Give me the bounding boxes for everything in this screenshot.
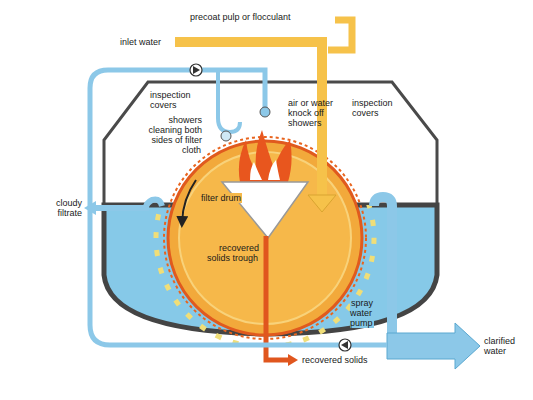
clarified-pipe xyxy=(374,197,392,336)
spray-line xyxy=(90,70,345,345)
cleaning-shower-line xyxy=(218,70,240,132)
pump-triangle xyxy=(341,341,348,349)
spray-water-pump xyxy=(339,339,351,351)
part-label: showers cleaning both sides of filter cl… xyxy=(140,115,202,155)
rotation-arrow xyxy=(182,180,196,222)
spray-highlights xyxy=(250,160,280,180)
part-label: inlet water xyxy=(120,37,175,47)
pump-suction xyxy=(351,343,387,348)
part-label: inspection covers xyxy=(150,90,200,110)
part-label: air or water knock off showers xyxy=(288,98,334,128)
solids-arrow xyxy=(288,354,298,366)
part-label: recovered solids trough xyxy=(205,243,259,263)
part-label: inspection covers xyxy=(352,98,402,118)
knock-off-spray xyxy=(239,130,292,182)
pump-triangle xyxy=(193,66,200,74)
solids-trough xyxy=(222,182,308,238)
part-label: recovered solids xyxy=(302,355,382,365)
part-label: precoat pulp or flocculant xyxy=(190,12,340,22)
part-label: spray water pump xyxy=(350,298,388,328)
clarified-arrow xyxy=(387,323,480,369)
part-label: filter drum xyxy=(200,193,242,203)
part-label: clarified water xyxy=(484,336,530,356)
part-label: cloudy filtrate xyxy=(38,198,82,218)
inlet-arrow xyxy=(308,195,336,212)
filtrate-arrow xyxy=(84,201,96,215)
filtrate-pipe xyxy=(95,200,162,208)
shower-pump xyxy=(190,64,202,76)
knock-off-shower xyxy=(260,107,270,117)
precoat-pipe xyxy=(328,20,352,50)
solids-pipe xyxy=(266,236,290,360)
cleaning-shower xyxy=(221,131,231,141)
